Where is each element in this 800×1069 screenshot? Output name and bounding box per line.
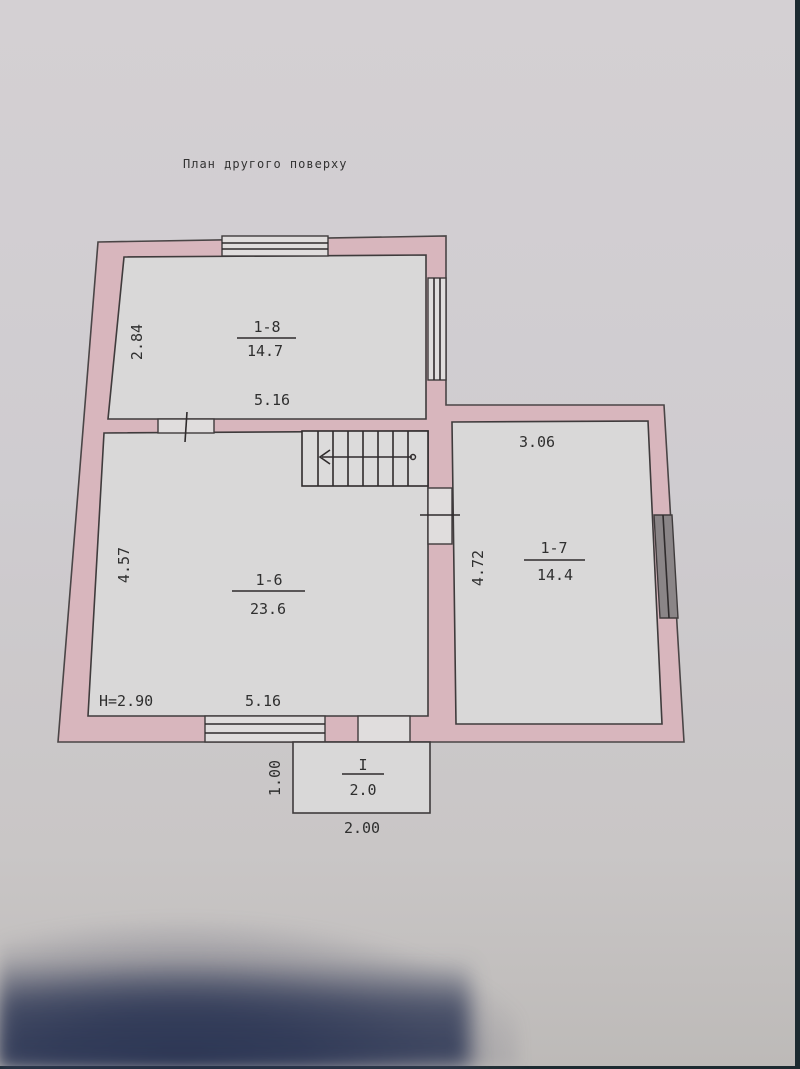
window-right-1-7 xyxy=(653,514,679,619)
room-I-number: I xyxy=(358,756,367,774)
door-1-8-to-1-6 xyxy=(157,411,215,443)
hand-shadow-lower xyxy=(0,960,470,1066)
room-I-height: 1.00 xyxy=(266,760,284,796)
room-1-6-width: 5.16 xyxy=(245,692,281,710)
room-1-7-area: 14.4 xyxy=(537,566,573,584)
window-top-1-8 xyxy=(221,235,329,257)
window-right-1-8 xyxy=(427,277,447,381)
room-1-6-area: 23.6 xyxy=(250,600,286,618)
staircase xyxy=(301,430,429,487)
room-1-8-height: 2.84 xyxy=(128,324,146,360)
room-1-6-number: 1-6 xyxy=(255,571,282,589)
room-I-width: 2.00 xyxy=(344,819,380,837)
room-1-8-width: 5.16 xyxy=(254,391,290,409)
window-bottom-1-6 xyxy=(204,715,326,743)
room-1-7-height: 4.72 xyxy=(469,550,487,586)
room-1-7-number: 1-7 xyxy=(540,539,567,557)
room-1-7-width: 3.06 xyxy=(519,433,555,451)
door-to-balcony xyxy=(357,715,411,743)
room-I xyxy=(292,741,431,814)
room-I-area: 2.0 xyxy=(349,781,376,799)
room-1-7 xyxy=(451,420,663,725)
room-1-8-number: 1-8 xyxy=(253,318,280,336)
plan-title: План другого поверху xyxy=(183,157,348,171)
ceiling-height: H=2.90 xyxy=(99,692,153,710)
room-1-6-height: 4.57 xyxy=(115,547,133,583)
door-1-6-to-1-7 xyxy=(420,487,460,545)
room-1-8-area: 14.7 xyxy=(247,342,283,360)
